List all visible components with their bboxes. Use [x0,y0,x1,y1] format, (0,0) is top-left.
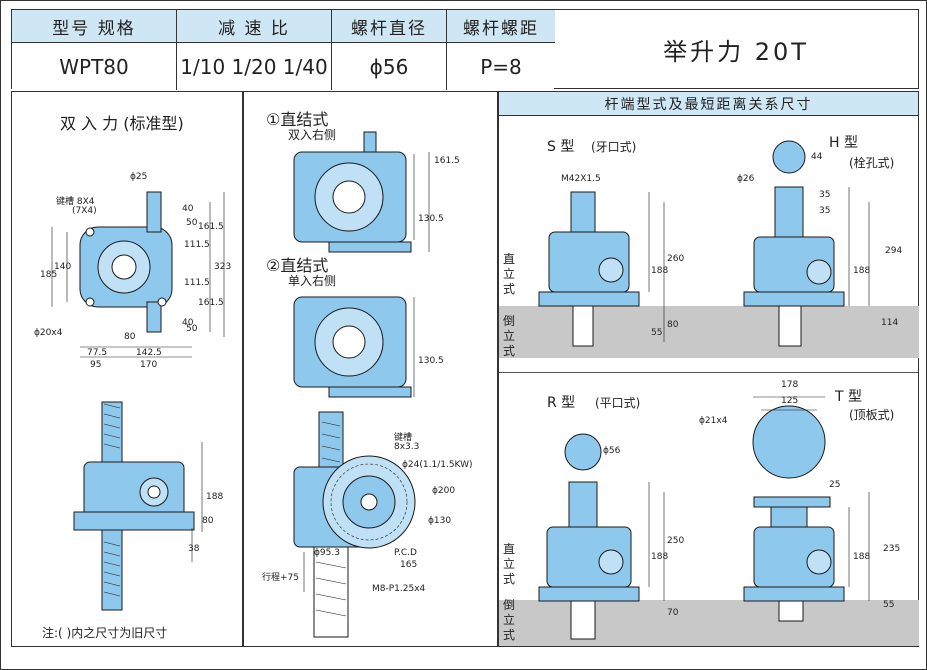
upright-label-top: 直立式 [503,252,516,296]
h-dim-35-b: 35 [819,206,831,216]
flange-dia-label: ϕ200 [432,486,456,496]
pcd-value: 165 [400,560,418,570]
separator [499,372,918,373]
h-dim-294: 294 [885,246,903,256]
dim-161-5-top: 161.5 [198,222,224,232]
spec-table: 型号 规格 减 速 比 螺杆直径 螺杆螺距 WPT80 1/10 1/20 1/… [11,9,555,90]
t-dim-125: 125 [781,396,799,406]
dim-323: 323 [214,262,232,272]
bolt-spec: M8-P1.25x4 [372,584,426,594]
s-dim-55: 55 [651,328,663,338]
col-screw-dia-header: 螺杆直径 [332,10,447,43]
dim-40-top: 40 [182,204,194,214]
type2-subtitle: 单入右侧 [288,274,337,288]
s-dim-260: 260 [667,254,685,264]
s-type-subtitle: (牙口式) [591,140,637,154]
r-dim-250: 250 [667,536,685,546]
panel-rod-ends: 杆端型式及最短距离关系尺寸 [498,91,919,647]
dim-188: 188 [206,492,224,502]
keyway-old-label: (7X4) [72,206,97,216]
dim-80: 80 [124,332,136,342]
dim-80-front: 80 [202,516,214,526]
keyway-label: 键槽 8X4 [56,197,95,207]
dim-38: 38 [188,544,200,554]
h-type-title: H 型 [829,135,858,151]
type1-title: ①直结式 [266,110,329,129]
spigot-dia-label: ϕ130 [428,516,452,526]
shaft-dia-label: ϕ25 [130,172,148,182]
t-dim-55: 55 [883,600,895,610]
inverted-label-bottom: 倒立式 [503,598,516,642]
dim-130-5-mid: 130.5 [418,356,444,366]
dim-95: 95 [90,360,102,370]
dim-50-top: 50 [186,218,198,228]
t-dim-25: 25 [829,480,841,490]
tube-dia-label: ϕ95.3 [314,548,340,558]
ratio-value: 1/10 1/20 1/40 [177,43,332,90]
t-dim-235: 235 [883,544,901,554]
h-dim-188: 188 [853,266,871,276]
s-thread-label: M42X1.5 [561,174,601,184]
input-bore-label: ϕ24(1.1/1.5KW) [402,460,473,470]
dim-111-5-a: 111.5 [184,240,210,250]
dim-161-5-bottom: 161.5 [198,298,224,308]
lift-force: 举升力 20T [554,9,919,89]
dim-161-5: 161.5 [434,156,460,166]
dim-170: 170 [140,360,158,370]
dim-185: 185 [40,270,58,280]
col-model-header: 型号 规格 [12,10,177,43]
h-type-subtitle: (栓孔式) [849,156,895,170]
r-type-title: R 型 [547,395,576,411]
h-dim-44: 44 [811,152,823,162]
panel-direct: ①直结式 双入右侧 ②直结式 单入右侧 [243,91,498,647]
rod-ends-title: 杆端型式及最短距离关系尺寸 [499,92,918,116]
dim-130-5-top: 130.5 [418,214,444,224]
r-dim-70: 70 [667,608,679,618]
s-dim-188: 188 [651,266,669,276]
h-dim-114: 114 [881,318,899,328]
model-value: WPT80 [12,43,177,90]
inverted-label-top: 倒立式 [503,314,516,358]
type2-title: ②直结式 [266,256,329,275]
screw-pitch-value: P=8 [447,43,555,90]
t-type-subtitle: (顶板式) [849,408,895,422]
h-dim-35-a: 35 [819,190,831,200]
rod-ends-drawing [499,140,919,646]
footnote: 注:( )内之尺寸为旧尺寸 [42,626,168,640]
dim-50-bottom: 50 [186,324,198,334]
col-ratio-header: 减 速 比 [177,10,332,43]
dim-140: 140 [54,262,72,272]
t-dim-178: 178 [781,380,799,390]
t-hole-spec: ϕ21x4 [699,416,728,426]
dim-111-5-b: 111.5 [184,278,210,288]
r-type-subtitle: (平口式) [595,396,641,410]
s-type-title: S 型 [547,139,575,155]
h-hole-dia: ϕ26 [737,174,755,184]
panel-title: 双 入 力 (标准型) [60,114,184,133]
dim-142-5: 142.5 [136,348,162,358]
t-type-title: T 型 [835,389,863,405]
panel-standard: 双 入 力 (标准型) [11,91,243,647]
standard-drawing [51,191,225,611]
r-dim-188: 188 [651,552,669,562]
stroke-label: 行程+75 [262,573,299,583]
s-dim-80: 80 [667,320,679,330]
keyway-size: 8x3.3 [394,442,420,452]
upright-label-bottom: 直立式 [503,542,516,586]
dim-77-5: 77.5 [87,348,108,358]
screw-dia-value: ϕ56 [332,43,447,90]
type1-subtitle: 双入右侧 [288,128,337,142]
r-dim-56: ϕ56 [603,446,621,456]
t-dim-188: 188 [853,552,871,562]
pcd-label: P.C.D [394,548,417,558]
hole-dia-label: ϕ20x4 [34,328,63,338]
col-screw-pitch-header: 螺杆螺距 [447,10,555,43]
dim-40-bottom: 40 [182,318,194,328]
direct-drawing [293,131,430,638]
keyway-label: 键槽 [394,433,413,443]
